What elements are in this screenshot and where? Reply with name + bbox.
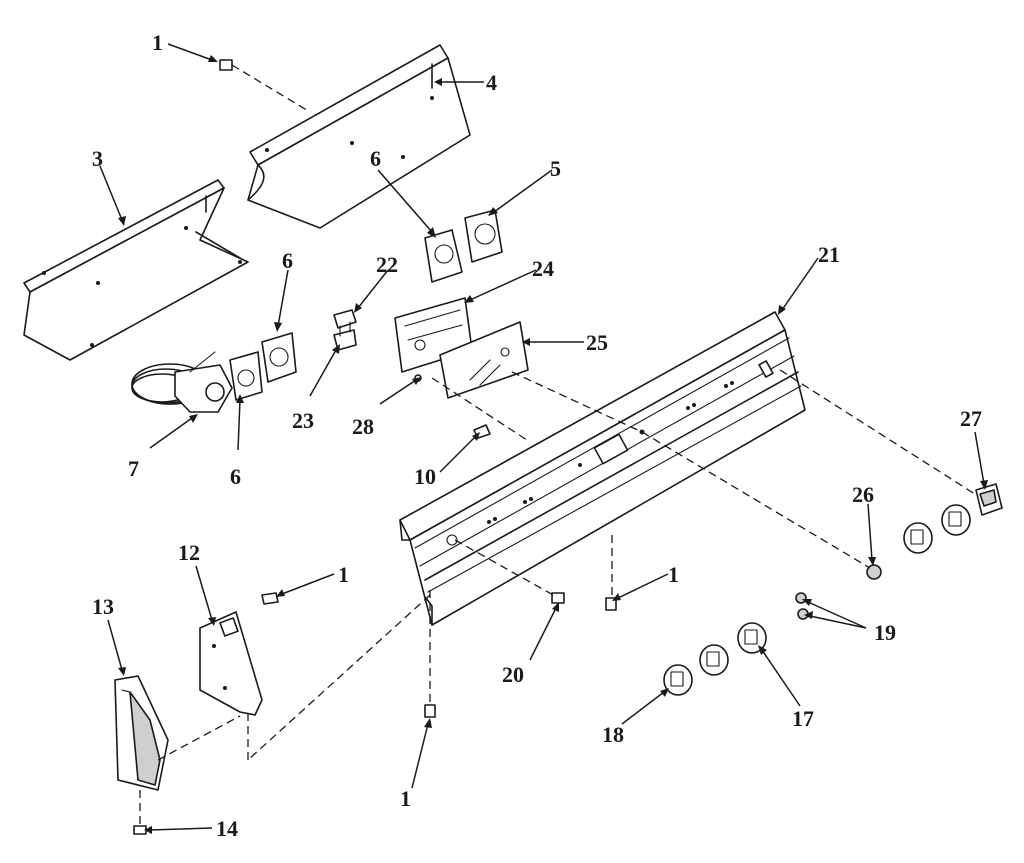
callout-5: 5 xyxy=(550,156,561,181)
callout-22: 22 xyxy=(376,252,398,277)
callout-17: 17 xyxy=(792,706,814,731)
callout-25: 25 xyxy=(586,330,608,355)
callout-6-upper: 6 xyxy=(370,146,381,171)
part-21-control-panel xyxy=(399,311,806,626)
callout-6-lower: 6 xyxy=(230,464,241,489)
part-18-knob xyxy=(663,664,693,696)
part-26-knob-bushing xyxy=(866,564,882,580)
assembly-lines xyxy=(139,64,979,826)
part-1-screw-left xyxy=(261,592,279,605)
callout-19: 19 xyxy=(874,620,896,645)
part-5-switch-upper xyxy=(464,209,503,263)
callout-20: 20 xyxy=(502,662,524,687)
callout-3: 3 xyxy=(92,146,103,171)
part-1-screw-bottom xyxy=(424,704,436,718)
callout-28: 28 xyxy=(352,414,374,439)
part-12-side-bracket xyxy=(199,611,263,716)
part-14-screw xyxy=(133,825,147,835)
part-1-screw-mid xyxy=(605,597,617,611)
part-20-screw xyxy=(551,592,565,604)
part-22-23-small-switch xyxy=(333,309,357,351)
leader-lines xyxy=(99,43,988,834)
callout-21: 21 xyxy=(818,242,840,267)
part-1-screw-top xyxy=(219,59,233,71)
callout-4: 4 xyxy=(486,70,497,95)
part-25-timer-bracket xyxy=(439,321,529,399)
callout-labels: 1 4 3 6 5 6 22 24 21 25 23 28 7 6 27 10 … xyxy=(92,30,982,841)
knob-upper-1 xyxy=(903,522,933,554)
knob-lower-middle xyxy=(699,644,729,676)
callout-23: 23 xyxy=(292,408,314,433)
callout-27: 27 xyxy=(960,406,982,431)
callout-6-mid: 6 xyxy=(282,248,293,273)
callout-1-left: 1 xyxy=(338,562,349,587)
part-17-knob xyxy=(737,622,767,654)
knob-upper-2 xyxy=(941,504,971,536)
part-4-rear-bracket xyxy=(247,44,471,229)
part-6-switch-upper xyxy=(424,229,463,283)
callout-1-top: 1 xyxy=(152,30,163,55)
callout-24: 24 xyxy=(532,256,554,281)
callout-1-mid: 1 xyxy=(668,562,679,587)
callout-12: 12 xyxy=(178,540,200,565)
callout-7: 7 xyxy=(128,456,139,481)
part-6-switch-left-a xyxy=(229,332,297,401)
callout-10: 10 xyxy=(414,464,436,489)
callout-13: 13 xyxy=(92,594,114,619)
callout-18: 18 xyxy=(602,722,624,747)
part-3-left-bracket xyxy=(23,179,249,361)
part-27-rocker-switch xyxy=(975,483,1003,516)
callout-14: 14 xyxy=(216,816,238,841)
part-19-nuts xyxy=(795,592,809,620)
part-7-thermostat xyxy=(131,351,233,413)
callout-26: 26 xyxy=(852,482,874,507)
callout-1-bottom: 1 xyxy=(400,786,411,811)
part-13-end-cap xyxy=(114,675,169,791)
